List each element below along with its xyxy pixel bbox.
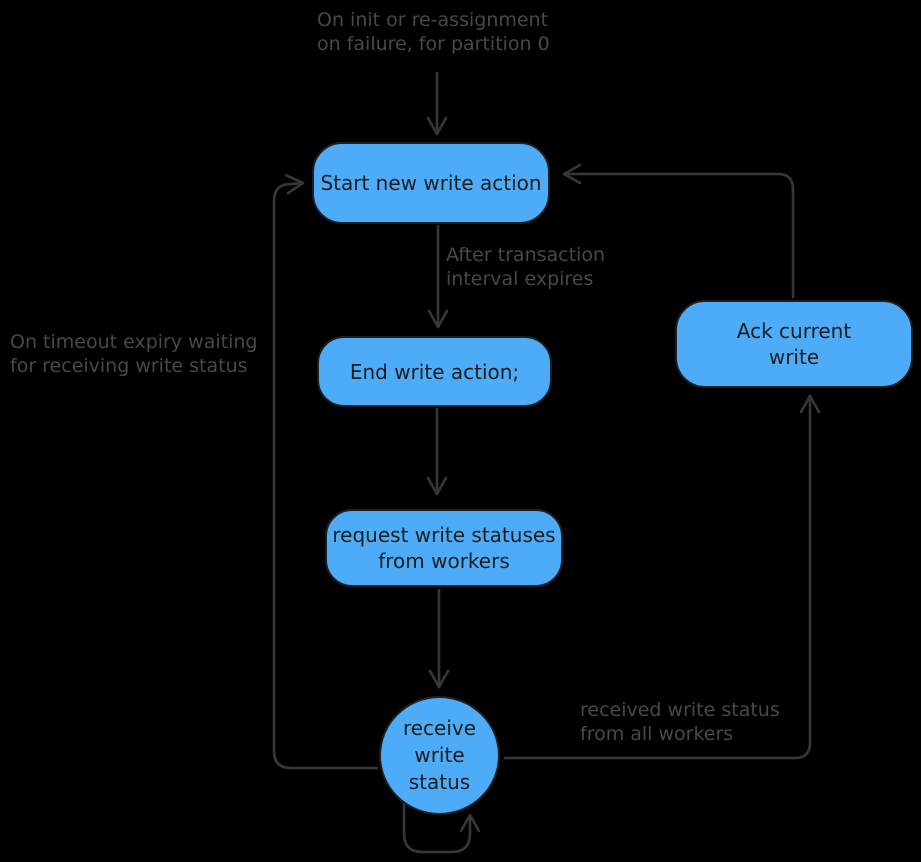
annotation-after-transaction: After transaction interval expires — [446, 244, 605, 290]
node-end-label: End write action; — [349, 359, 520, 384]
node-start-label: Start new write action — [320, 171, 542, 195]
node-request-write-statuses: request write statuses from workers — [325, 509, 563, 587]
node-ack-label: Ack current write — [736, 319, 852, 369]
edge-receive-to-start — [272, 174, 379, 770]
node-receive-label: receive write status — [402, 716, 477, 794]
node-end-write-action: End write action; — [317, 336, 552, 407]
annotation-timeout-expiry: On timeout expiry waiting for receiving … — [10, 331, 258, 377]
node-request-label: request write statuses from workers — [332, 523, 556, 573]
node-start-new-write-action: Start new write action — [312, 142, 550, 224]
node-ack-current-write: Ack current write — [675, 300, 913, 388]
annotation-received-status: received write status from all workers — [580, 699, 780, 745]
annotation-init-condition: On init or re-assignment on failure, for… — [317, 9, 550, 55]
node-receive-write-status: receive write status — [379, 696, 500, 815]
